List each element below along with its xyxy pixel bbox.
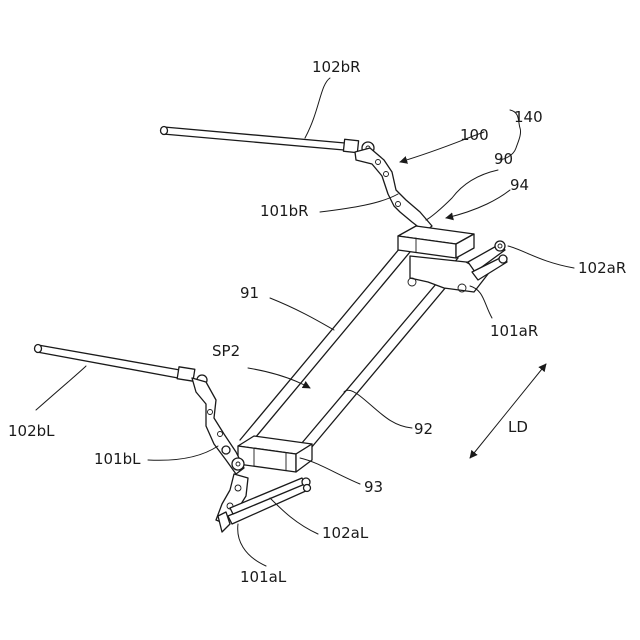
label-140: 140 [514, 108, 543, 126]
rod-92-edge [306, 262, 467, 454]
label-SP2: SP2 [212, 342, 240, 360]
label-101aL: 101aL [240, 568, 287, 586]
rod-91-edge [240, 248, 400, 440]
label-102aL: 102aL [322, 524, 369, 542]
label-101aR: 101aR [490, 322, 538, 340]
label-101bR: 101bR [260, 202, 309, 220]
label-101bL: 101bL [94, 450, 141, 468]
label-93: 93 [364, 478, 383, 496]
label-102bR: 102bR [312, 58, 361, 76]
rod-102bR [161, 127, 375, 155]
label-102bL: 102bL [8, 422, 55, 440]
label-90: 90 [494, 150, 513, 168]
hinge-arm-101bR [355, 148, 432, 232]
direction-arrow-LD [470, 364, 546, 458]
reference-labels: 102bR 140 100 90 94 101bR 102aR 91 101aR… [8, 58, 626, 586]
label-94: 94 [510, 176, 529, 194]
frame-90 [238, 226, 507, 472]
label-91: 91 [240, 284, 259, 302]
label-100: 100 [460, 126, 489, 144]
rod-91-edge [250, 252, 410, 444]
label-92: 92 [414, 420, 433, 438]
rod-92-edge [296, 258, 458, 450]
hinge-arm-101bL [192, 378, 244, 474]
rod-102bL [35, 345, 208, 386]
label-LD: LD [508, 418, 528, 436]
label-102aR: 102aR [578, 259, 626, 277]
